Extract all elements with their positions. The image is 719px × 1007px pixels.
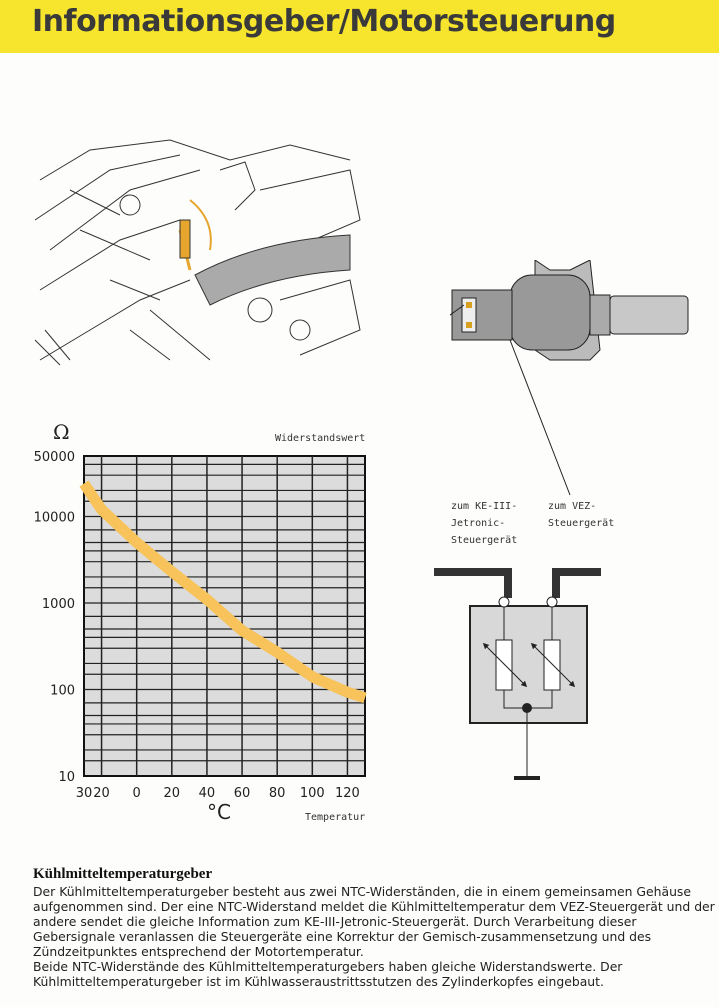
x-tick-label: 0 [133,786,141,801]
label-line: zum VEZ- [548,501,597,512]
label-ke-iii: zum KE-III- Jetronic- Steuergerät [451,498,517,549]
x-tick-label: 40 [199,786,216,801]
x-tick-label: 60 [234,786,251,801]
paragraph: Der Kühlmitteltemperaturgeber besteht au… [33,884,715,959]
label-vez: zum VEZ- Steuergerät [548,498,614,532]
y-tick-label: 10 [58,770,75,785]
x-unit-symbol: °C [207,800,231,824]
y-tick-label: 1000 [42,597,75,612]
y-axis-label: Widerstandswert [275,433,366,444]
series-line-ntc [79,480,367,704]
paragraph: Beide NTC-Widerstände des Kühlmitteltemp… [33,959,623,989]
page-title: Informationsgeber/Motorsteuerung [32,4,616,39]
x-tick-label: 20 [164,786,181,801]
x-tick-label: 30 [76,786,93,801]
engine-illustration [34,139,361,366]
label-line: zum KE-III- [451,501,518,512]
x-tick-label: 20 [93,786,110,801]
label-line: Jetronic- [451,518,506,529]
y-tick-label: 10000 [34,510,75,525]
y-unit-symbol: Ω [53,420,70,444]
header-bar: Informationsgeber/Motorsteuerung [0,0,719,53]
x-axis-label: Temperatur [305,812,366,823]
y-tick-label: 100 [50,683,75,698]
sensor-illustration [450,260,689,496]
y-tick-label: 50000 [34,450,75,465]
x-tick-label: 80 [269,786,286,801]
x-tick-label: 100 [300,786,325,801]
section-title: Kühlmitteltemperaturgeber [33,866,213,882]
circuit-diagram [434,568,601,780]
body-text: Der Kühlmitteltemperaturgeber besteht au… [33,884,718,989]
x-tick-label: 120 [335,786,360,801]
label-line: Steuergerät [451,535,518,546]
label-line: Steuergerät [548,518,615,529]
